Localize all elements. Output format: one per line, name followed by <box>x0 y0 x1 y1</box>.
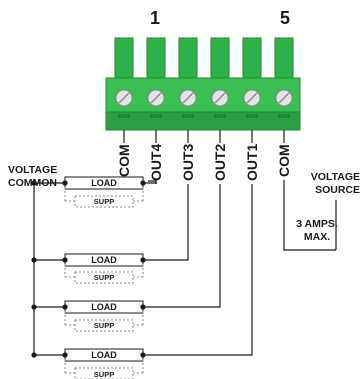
connector-fin <box>178 37 198 83</box>
load-label: LOAD <box>91 178 117 188</box>
load-unit: LOAD SUPP <box>64 176 148 208</box>
current-rating-line1: 3 AMPS. <box>296 218 338 230</box>
pin-label-out4: OUT4 <box>148 143 164 181</box>
voltage-source-label-line1: VOLTAGE <box>311 171 360 183</box>
voltage-common-label-line1: VOLTAGE <box>8 164 57 176</box>
load-unit: LOAD SUPP <box>64 348 148 379</box>
junction-dots <box>31 180 146 358</box>
connector-fin <box>242 37 262 83</box>
connector-fin <box>210 37 230 83</box>
load-label: LOAD <box>91 302 117 312</box>
pin-label-out2: OUT2 <box>212 143 228 181</box>
terminal-number-5: 5 <box>280 8 290 28</box>
connector-base <box>105 111 301 131</box>
common-bus <box>33 182 65 356</box>
terminal-number-1: 1 <box>150 8 160 28</box>
pin-label-out1: OUT1 <box>244 143 260 181</box>
pin-label-com-left: COM <box>116 144 132 177</box>
connector-fin <box>274 37 294 83</box>
load-label: LOAD <box>91 255 117 265</box>
load-unit: LOAD SUPP <box>64 253 148 284</box>
current-rating-line2: MAX. <box>304 231 330 243</box>
supp-label: SUPP <box>94 370 114 379</box>
pin-label-out3: OUT3 <box>180 143 196 181</box>
supp-label: SUPP <box>94 321 114 330</box>
supp-label: SUPP <box>94 273 114 282</box>
connector-fin <box>146 37 166 83</box>
load-label: LOAD <box>91 350 117 360</box>
supp-label: SUPP <box>94 197 114 206</box>
voltage-source-label-line2: SOURCE <box>315 184 360 196</box>
connector-fin <box>114 37 134 83</box>
terminal-connector <box>105 37 301 131</box>
pin-label-com-right: COM <box>276 144 292 177</box>
load-unit: LOAD SUPP <box>64 300 148 332</box>
